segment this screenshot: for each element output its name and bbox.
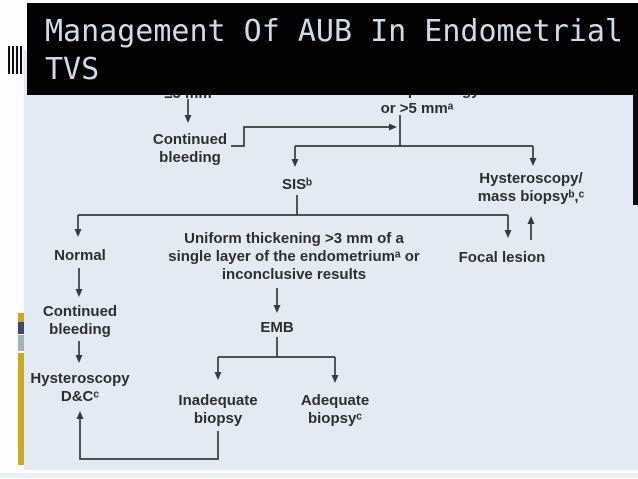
title-line-1: Management Of AUB In Endometrial [45,14,623,49]
node-hysteroscopy-dc: Hysteroscopy D&Cᶜ [30,370,130,405]
node-continued-bleeding-2: Continued bleeding [42,303,118,338]
node-inadequate-biopsy: Inadequate biopsy [178,392,258,427]
node-continued-bleeding-1: Continued bleeding [152,131,228,166]
node-normal: Normal [54,247,106,264]
connector-continued1-to-junction [231,123,397,147]
node-focal-lesion: Focal lesion [458,249,546,266]
connector-inadequate-loop [76,411,219,460]
deco-teal-square [18,335,24,351]
title-line-2: TVS [45,52,100,87]
node-uniform-thickening: Uniform thickening >3 mm of a single lay… [168,230,420,283]
deco-navy-square [18,322,24,334]
node-emb: EMB [260,319,294,336]
node-hysteroscopy-mass-biopsy: Hysteroscopy/ mass biopsyᵇ,ᶜ [477,170,585,205]
slide-title: Management Of AUB In Endometrial TVS [27,3,638,89]
node-adequate-biopsy: Adequate biopsyᶜ [300,392,370,427]
scan-edge-strip [633,95,638,205]
flowchart-panel [24,50,638,470]
deco-gold-bar [18,353,24,465]
node-sis: SISᵇ [281,176,313,193]
title-bar: Management Of AUB In Endometrial TVS [27,3,638,95]
bottom-accent-band [0,473,638,478]
deco-gold-square [18,313,24,322]
barcode-icon [8,46,24,74]
